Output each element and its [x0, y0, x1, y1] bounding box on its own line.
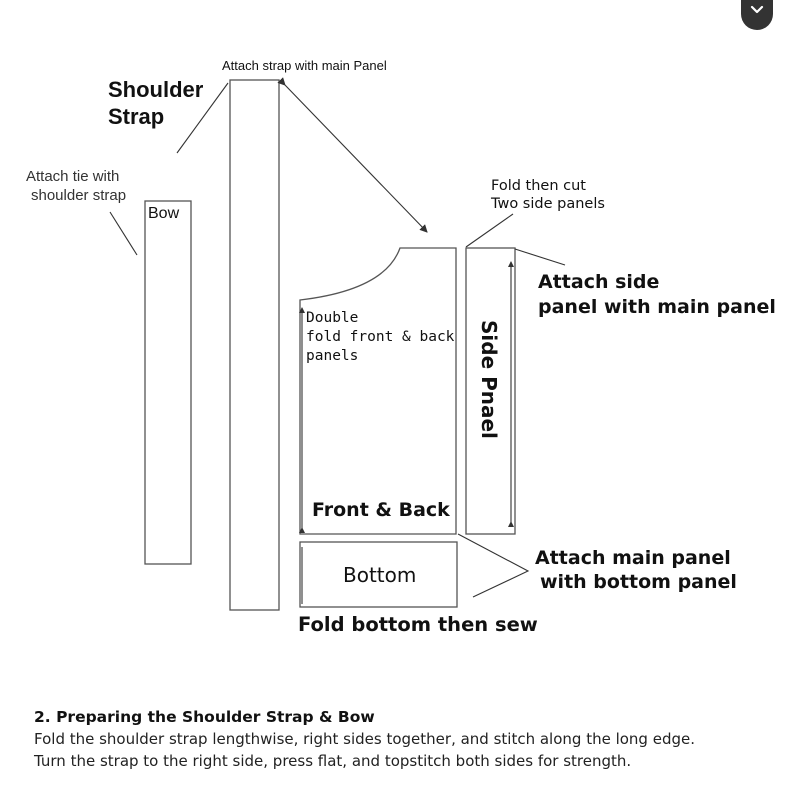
- side-panel: [465, 247, 516, 535]
- front-back-panel: [299, 247, 457, 535]
- shoulder-strap-piece: [229, 79, 280, 611]
- fold-cut-leader: [465, 213, 514, 248]
- fold-cut-label: Fold then cut Two side panels: [490, 178, 605, 212]
- bottom-label: Bottom: [343, 563, 416, 587]
- instructions-section: 2. Preparing the Shoulder Strap & Bow Fo…: [34, 708, 774, 772]
- dropdown-button[interactable]: [741, 0, 773, 30]
- fold-bottom-label: Fold bottom then sew: [298, 613, 538, 636]
- attach-main-leader: [457, 533, 530, 598]
- attach-side-label: Attach side panel with main panel: [538, 271, 776, 318]
- instructions-heading: 2. Preparing the Shoulder Strap & Bow: [34, 708, 375, 726]
- bow-label: Bow: [148, 205, 180, 222]
- sewing-pattern-diagram: Attach strap with main Panel Shoulder St…: [26, 58, 776, 636]
- bottom-panel: [299, 541, 458, 608]
- chevron-down-icon: [750, 5, 764, 14]
- attach-side-leader: [514, 248, 566, 266]
- attach-tie-leader: [109, 211, 138, 256]
- attach-tie-label: Attach tie with shoulder strap: [26, 168, 126, 204]
- double-fold-label: Double fold front & back panels: [306, 310, 463, 364]
- attach-main-label: Attach main panel with bottom panel: [535, 547, 737, 593]
- front-back-label: Front & Back: [312, 499, 450, 521]
- instructions-line-1: Fold the shoulder strap lengthwise, righ…: [34, 730, 695, 748]
- shoulder-strap-leader: [176, 82, 229, 154]
- instructions-line-2: Turn the strap to the right side, press …: [34, 752, 632, 770]
- attach-strap-label: Attach strap with main Panel: [222, 58, 387, 73]
- bow-piece: [144, 200, 192, 565]
- shoulder-strap-label: Shoulder Strap: [108, 77, 209, 129]
- attach-strap-arrow: [277, 77, 428, 233]
- side-panel-label: Side Pnael: [477, 320, 501, 439]
